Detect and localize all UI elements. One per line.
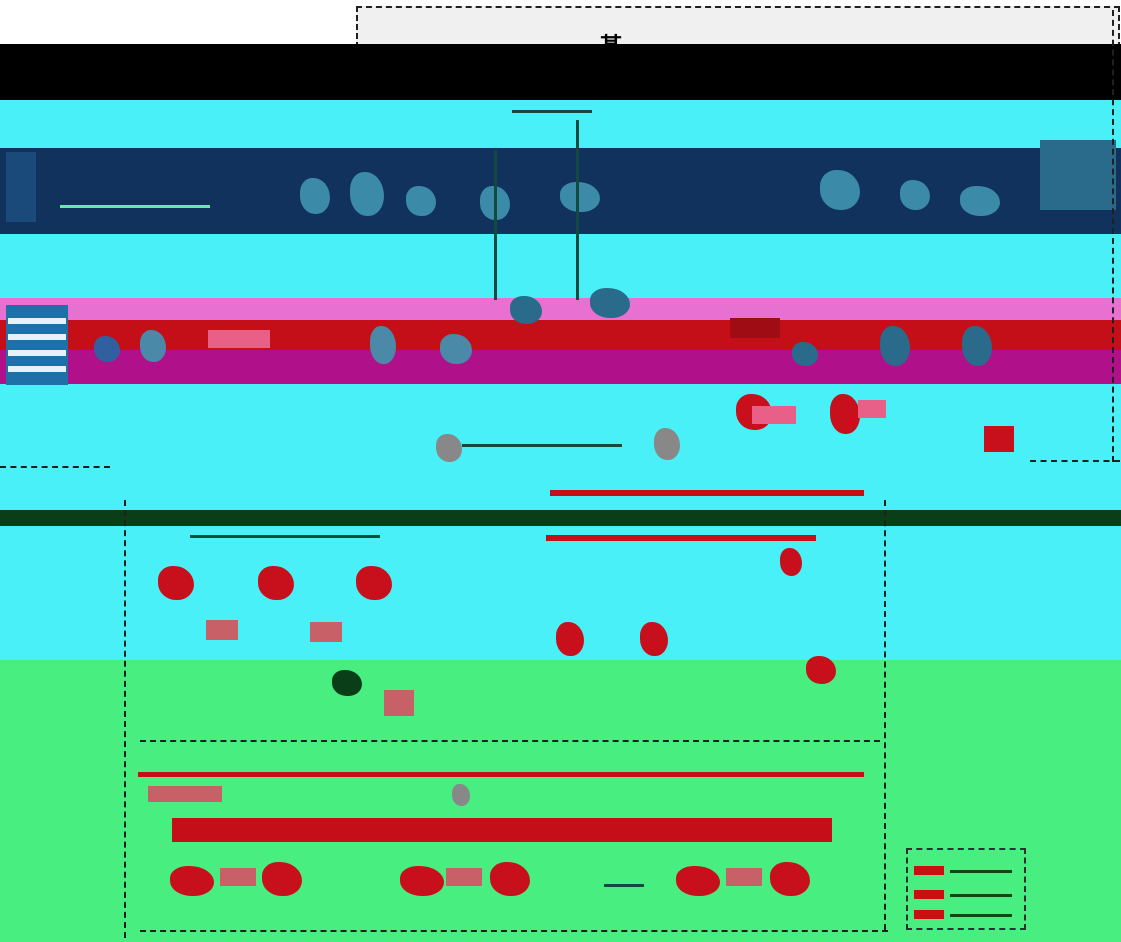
pump-icon xyxy=(440,334,472,364)
valve-icon xyxy=(452,784,470,806)
valve-icon xyxy=(300,178,330,214)
navy-block-left xyxy=(6,152,36,222)
pipe-line xyxy=(576,120,579,300)
pump-icon xyxy=(770,862,810,896)
tank-icon xyxy=(830,394,860,434)
valve-icon xyxy=(640,622,668,656)
pump-icon xyxy=(676,866,720,896)
left-panel-stripe xyxy=(8,318,66,324)
label-box xyxy=(726,868,762,886)
frame-right-top xyxy=(1112,10,1114,462)
pipe-line xyxy=(604,884,644,887)
pump-icon xyxy=(490,862,530,896)
left-panel xyxy=(6,305,68,385)
heat-exchanger-icon xyxy=(510,296,542,324)
label-box xyxy=(446,868,482,886)
label-box xyxy=(752,406,796,424)
valve-icon xyxy=(350,172,384,216)
title-frame xyxy=(356,6,1120,48)
label-box xyxy=(206,620,238,640)
pump-icon xyxy=(400,866,444,896)
valve-icon xyxy=(962,326,992,366)
main-pipe xyxy=(138,772,864,777)
legend-line xyxy=(950,894,1012,897)
cyan-box-right xyxy=(1040,140,1116,210)
valve-icon xyxy=(560,182,600,212)
left-panel-stripe xyxy=(8,334,66,340)
valve-icon xyxy=(258,566,294,600)
valve-icon xyxy=(792,342,818,366)
magenta-bottom-strip xyxy=(0,350,1121,384)
pipe-line xyxy=(494,150,497,300)
legend-row xyxy=(914,862,1018,880)
left-panel-stripe xyxy=(8,366,66,372)
label-box xyxy=(858,400,886,418)
tank-icon xyxy=(332,670,362,696)
pump-icon xyxy=(140,330,166,362)
label-box xyxy=(384,690,414,716)
monitor-box xyxy=(984,426,1014,452)
red-box xyxy=(730,318,780,338)
valve-icon xyxy=(556,622,584,656)
legend-swatch xyxy=(914,890,944,899)
cyan-process-area xyxy=(0,234,1121,298)
valve-icon xyxy=(406,186,436,216)
pump-icon xyxy=(436,434,462,462)
valve-icon xyxy=(158,566,194,600)
pump-icon xyxy=(262,862,302,896)
frame-top xyxy=(0,466,110,468)
frame-left xyxy=(124,500,126,938)
frame-right-horiz xyxy=(1030,460,1120,462)
pipe-line xyxy=(190,535,380,538)
pipe-line xyxy=(60,205,210,208)
legend-row xyxy=(914,886,1018,904)
valve-icon xyxy=(820,170,860,210)
legend-row xyxy=(914,906,1018,924)
valve-icon xyxy=(356,566,392,600)
legend-swatch xyxy=(914,910,944,919)
left-panel-stripe xyxy=(8,350,66,356)
pipe-line xyxy=(512,110,592,113)
heat-exchanger-icon xyxy=(590,288,630,318)
frame-mid xyxy=(140,740,880,742)
upper-process-area xyxy=(0,100,1121,148)
valve-icon xyxy=(960,186,1000,216)
pipe-line xyxy=(462,444,622,447)
header-pipe xyxy=(550,490,864,496)
label-box xyxy=(220,868,256,886)
legend-line xyxy=(950,914,1012,917)
header-bar xyxy=(0,44,1121,100)
label-box xyxy=(208,330,270,348)
magenta-top-strip xyxy=(0,298,1121,320)
pump-icon xyxy=(806,656,836,684)
valve-icon xyxy=(780,548,802,576)
pump-icon xyxy=(94,336,120,362)
frame-right xyxy=(884,500,886,930)
valve-icon xyxy=(900,180,930,210)
pump-icon xyxy=(370,326,396,364)
pump-icon xyxy=(170,866,214,896)
valve-icon xyxy=(880,326,910,366)
legend-line xyxy=(950,870,1012,873)
label-box xyxy=(148,786,222,802)
frame-bottom xyxy=(140,930,888,932)
legend-swatch xyxy=(914,866,944,875)
label-box xyxy=(310,622,342,642)
legend xyxy=(906,848,1026,930)
header-pipe xyxy=(546,535,816,541)
dark-green-divider xyxy=(0,510,1121,526)
pump-icon xyxy=(654,428,680,460)
storage-tank-bar xyxy=(172,818,832,842)
